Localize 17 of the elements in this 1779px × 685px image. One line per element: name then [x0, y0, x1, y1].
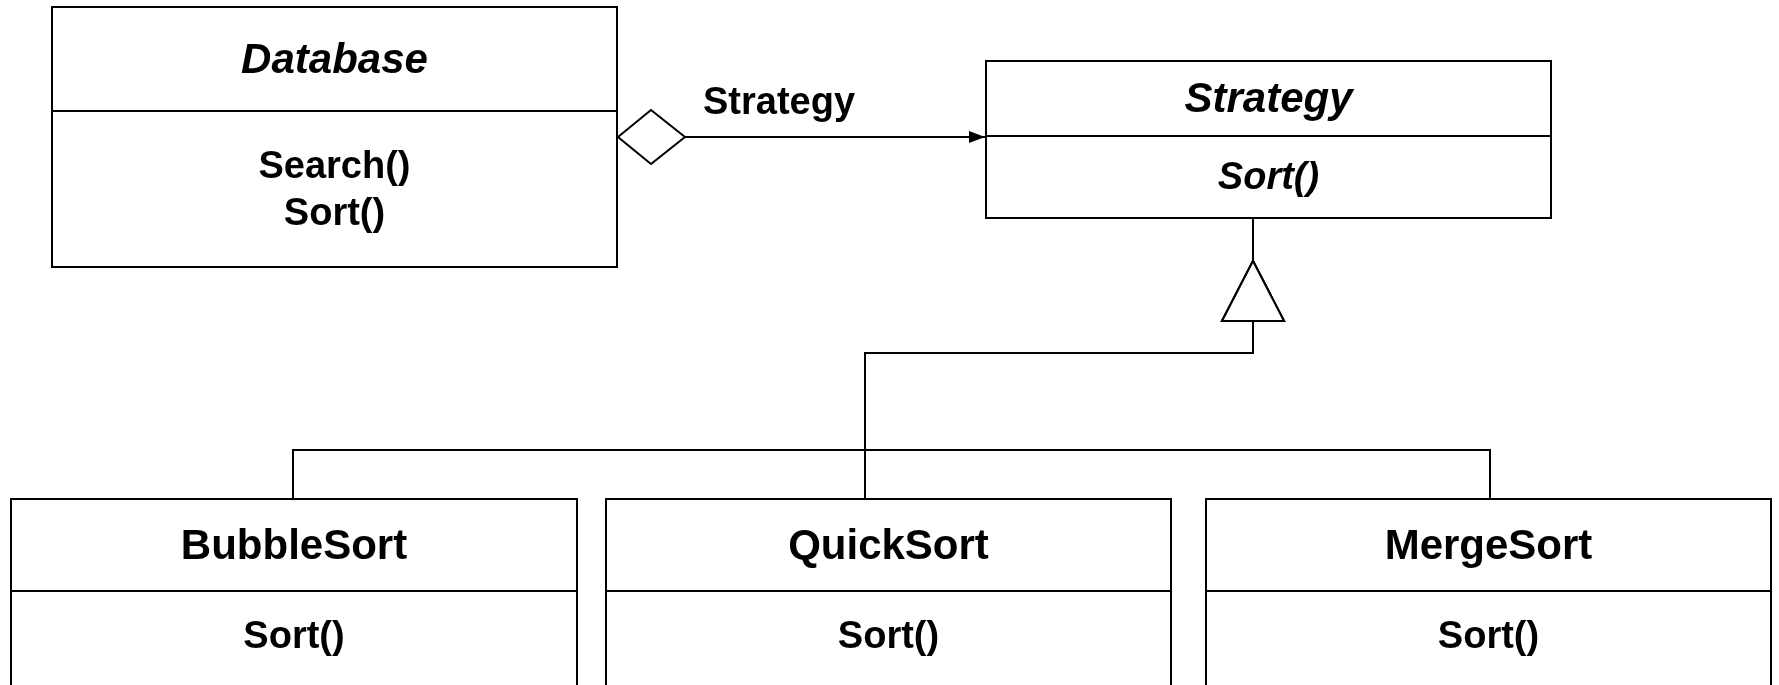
class-name: QuickSort	[788, 519, 989, 570]
aggregation-arrow	[617, 109, 986, 165]
class-name: BubbleSort	[180, 519, 408, 570]
class-box	[51, 6, 618, 268]
method-name: Sort()	[837, 613, 940, 658]
method-name: Sort()	[1437, 613, 1540, 658]
class-box	[605, 498, 1172, 685]
method-name: Search()	[258, 142, 411, 188]
method-name: Sort()	[243, 613, 345, 658]
class-name: MergeSort	[1384, 519, 1593, 570]
method-name: Sort()	[1217, 154, 1320, 200]
class-box	[1205, 498, 1772, 685]
method-name: Sort()	[283, 190, 386, 235]
class-name: Database	[241, 33, 428, 84]
interface-box	[985, 60, 1552, 219]
class-box	[10, 498, 578, 685]
class-name: Strategy	[1184, 73, 1353, 124]
